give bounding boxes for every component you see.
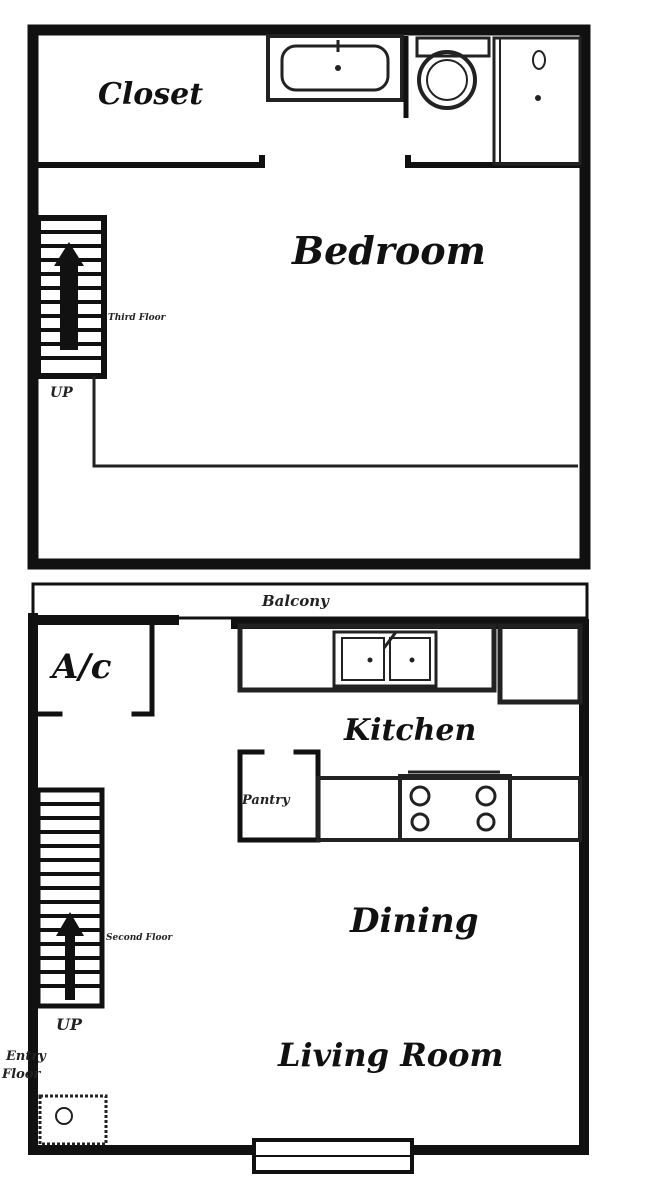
up-arrow-icon — [56, 912, 84, 936]
pantry-wall — [237, 749, 321, 843]
balcony-label: Balcony — [261, 592, 330, 610]
upper-stair-label: Third Floor — [108, 313, 167, 323]
water-heater-icon — [55, 1107, 73, 1125]
balcony-outline — [31, 582, 589, 620]
kitchen-lower-counter — [316, 776, 582, 842]
bathtub-icon — [266, 34, 404, 102]
lower-stair-up-label: UP — [56, 1015, 83, 1034]
upper-stairs — [35, 215, 107, 379]
kitchen-upper-counter — [237, 623, 583, 705]
ac-label: A/c — [49, 647, 112, 687]
entry-closet — [38, 1094, 108, 1146]
pantry-label: Pantry — [241, 793, 291, 808]
bedroom-label: Bedroom — [291, 228, 486, 273]
up-arrow-icon — [54, 242, 84, 266]
kitchen-sink-icon — [332, 630, 438, 688]
entry-label-line1: Entry — [5, 1049, 47, 1064]
closet-label: Closet — [98, 77, 203, 112]
living-room-label: Living Room — [277, 1036, 503, 1074]
kitchen-label: Kitchen — [343, 713, 476, 748]
upper-floor-outer-wall — [27, 24, 591, 570]
lower-stairs — [35, 787, 105, 1009]
lower-floor: Balcony A/c Kitchen Pantry Dining Living… — [1, 582, 589, 1174]
entry-label-line2: Floor — [1, 1067, 42, 1082]
dining-label: Dining — [349, 901, 479, 941]
lower-stair-label: Second Floor — [106, 933, 173, 943]
vanity-icon — [492, 36, 582, 166]
stove-icon — [398, 770, 512, 842]
upper-floor: Closet Bedroom Third Floor UP — [27, 24, 591, 570]
closet-bath-wall — [35, 155, 265, 168]
upper-stair-up-label: UP — [50, 385, 73, 401]
toilet-icon — [415, 36, 491, 110]
ac-closet-wall-right — [131, 623, 155, 717]
upper-landing-outline — [92, 376, 578, 468]
